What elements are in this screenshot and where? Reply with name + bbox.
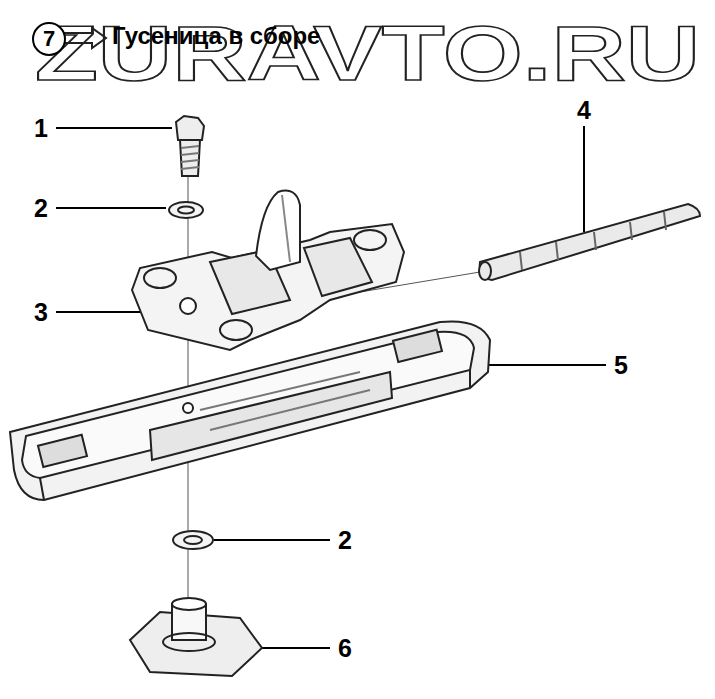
- callout-number: 2: [34, 196, 48, 221]
- callout-number: 1: [34, 116, 48, 141]
- callout-circle: 7: [32, 22, 66, 56]
- nut-plate: [130, 598, 262, 676]
- washer-hole: [178, 207, 194, 214]
- callout-number: 2: [338, 528, 352, 553]
- bolt: [176, 116, 204, 176]
- callout-number: 5: [614, 353, 628, 378]
- callout-number: 4: [577, 98, 591, 123]
- diagram-title: Гусеница в сборе: [112, 23, 320, 49]
- washer: [169, 202, 203, 218]
- track-pin: [479, 204, 700, 280]
- callout-number: 7: [43, 28, 55, 50]
- track-shoe: [10, 321, 490, 500]
- leader-lines: [56, 126, 606, 648]
- callout-number: 6: [338, 636, 352, 661]
- track-link: [132, 191, 404, 350]
- washer-hole: [184, 536, 202, 544]
- callout-number: 3: [34, 300, 48, 325]
- washer: [173, 531, 213, 549]
